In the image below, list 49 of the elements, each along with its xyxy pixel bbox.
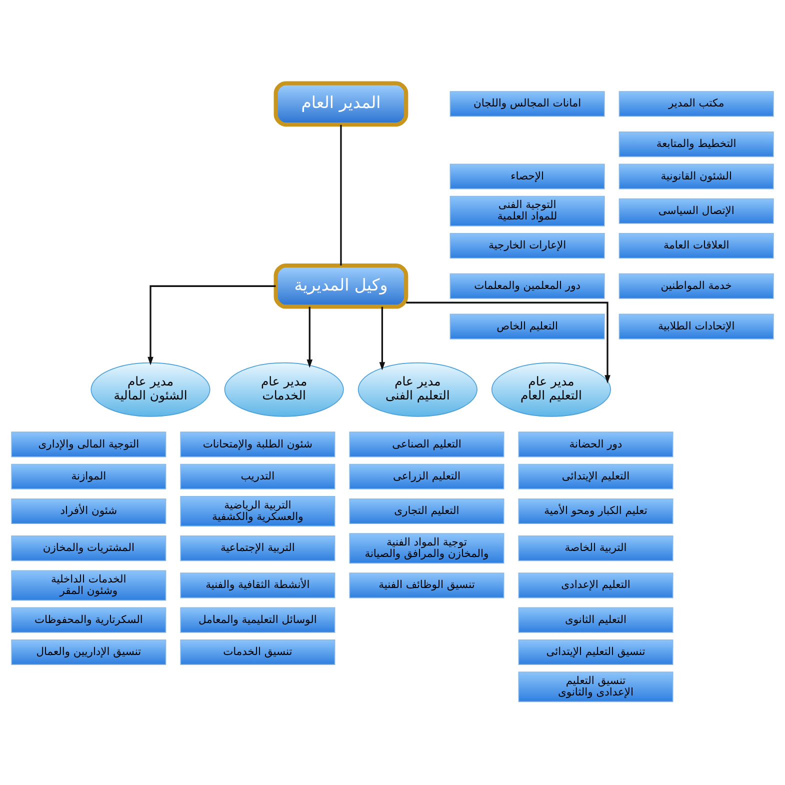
node-box: الشئون القانونية xyxy=(618,164,774,190)
node-box: التعليم الإعدادى xyxy=(518,572,674,598)
node-box: الإعارات الخارجية xyxy=(450,232,605,259)
node-box: التعليم الخاص xyxy=(450,314,605,340)
node-box: دور الحضانة xyxy=(518,432,674,458)
node-box: وكيل المديرية xyxy=(274,263,408,309)
node-box: التوجية الفنى للمواد العلمية xyxy=(450,196,605,226)
connector xyxy=(340,124,342,266)
arrow xyxy=(406,302,610,384)
node-box: التربية الإجتماعية xyxy=(180,536,336,562)
node-box: الإحصاء xyxy=(450,164,605,190)
node-ellipse: مدير عام الشئون المالية xyxy=(90,362,210,417)
node-box: المشتريات والمخازن xyxy=(11,536,166,562)
node-box: التخطيط والمتابعة xyxy=(618,132,774,158)
node-box: التعليم الصناعى xyxy=(349,432,504,458)
node-box: التربية الخاصة xyxy=(518,536,674,562)
node-box: امانات المجالس واللجان xyxy=(450,91,605,117)
node-box: التعليم الثانوى xyxy=(518,607,674,633)
node-box: خدمة المواطنين xyxy=(618,273,774,299)
node-box: السكرتارية والمحفوظات xyxy=(11,607,166,633)
node-box: التعليم الزراعى xyxy=(349,464,504,490)
node-box: الوسائل التعليمية والمعامل xyxy=(180,607,336,633)
node-box: شئون الطلبة والإمتحانات xyxy=(180,432,336,458)
node-box: التعليم الإيتدائى xyxy=(518,464,674,490)
node-box: الإتحادات الطلابية xyxy=(618,314,774,340)
node-box: توجية المواد الفنية والمخازن والمرافق والصيانة xyxy=(349,533,504,564)
node-box: تنسيق التعليم الإيتدائى xyxy=(518,639,674,666)
arrow xyxy=(379,306,386,370)
node-box: التربية الرياضية والعسكرية والكشفية xyxy=(180,496,336,526)
node-box: مكتب المدير xyxy=(618,91,774,117)
node-box: الإتصال السياسى xyxy=(618,198,774,224)
node-box: الخدمات الداخلية وشئون المقر xyxy=(11,570,166,601)
node-ellipse: مدير عام الخدمات xyxy=(224,362,344,417)
node-box: تنسيق التعليم الإعدادى والثانوى xyxy=(518,672,674,702)
node-box: تنسيق الوظائف الفنية xyxy=(349,572,504,598)
node-box: تنسيق الإداريين والعمال xyxy=(11,639,166,666)
node-box: دور المعلمين والمعلمات xyxy=(450,273,605,299)
node-box: تعليم الكبار ومحو الأمية xyxy=(518,498,674,524)
node-box: العلاقات العامة xyxy=(618,232,774,259)
node-box: تنسيق الخدمات xyxy=(180,639,336,666)
node-box: التوجية المالى والإدارى xyxy=(11,432,166,458)
node-box: الموازنة xyxy=(11,464,166,490)
node-box: الأنشطة الثقافية والفنية xyxy=(180,572,336,598)
node-box: التدريب xyxy=(180,464,336,490)
arrow xyxy=(306,306,313,368)
node-box: شئون الأفراد xyxy=(11,498,166,524)
arrow xyxy=(148,285,276,366)
node-box: المدير العام xyxy=(274,81,408,127)
node-box: التعليم التجارى xyxy=(349,498,504,524)
